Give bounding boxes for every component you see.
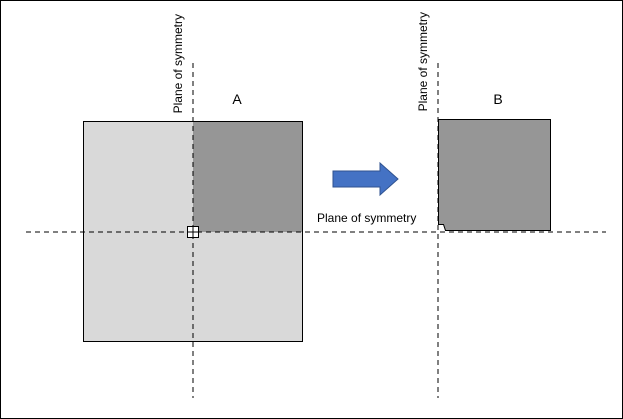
plane-label-vertical-a: Plane of symmetry [171,14,185,113]
right-arrow [332,161,399,197]
plane-label-horizontal: Plane of symmetry [317,211,416,225]
quarter-region-highlight [193,122,302,232]
label-b: B [493,91,502,107]
quarter-model-shape [438,119,551,231]
label-a: A [232,91,242,107]
plane-label-vertical-b: Plane of symmetry [416,12,430,111]
